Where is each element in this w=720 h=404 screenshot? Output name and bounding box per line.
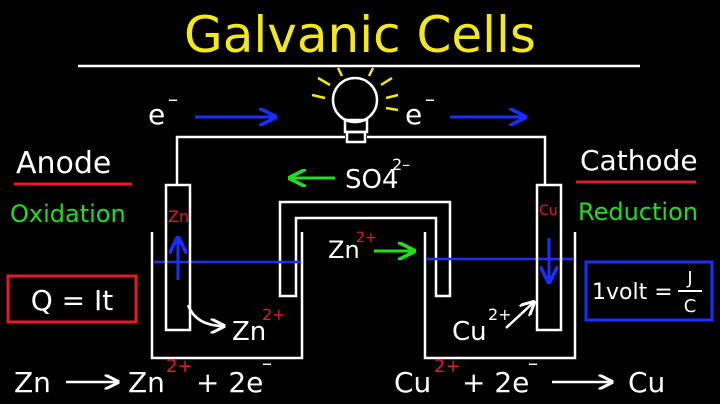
zinc-ion-release-arrow [186, 304, 224, 326]
electron-left-label: e [148, 98, 165, 131]
salt-bridge [278, 200, 452, 298]
anode-label: Anode [16, 146, 111, 181]
left-electrons: + 2e [196, 366, 263, 399]
sulfate-ion: SO4 [345, 165, 399, 195]
cathode-beaker [423, 232, 577, 360]
charge-formula-box [6, 274, 138, 324]
wire-right [367, 135, 547, 185]
volt-formula-numerator: J [686, 268, 692, 289]
zinc-ion: Zn [232, 317, 266, 347]
light-bulb-icon [311, 67, 399, 144]
copper-ion: Cu [452, 317, 487, 347]
volt-formula-box [584, 260, 714, 322]
bridge-zinc-ion: Zn [328, 236, 360, 264]
sulfate-charge: 2– [392, 155, 410, 174]
copper-ion-charge: 2+ [488, 305, 512, 324]
anode-beaker [150, 232, 304, 360]
zinc-electrode [164, 183, 192, 332]
copper-electrode [535, 183, 563, 332]
left-reactant: Zn [14, 366, 51, 399]
volt-formula-left: 1volt = [592, 280, 673, 305]
zinc-electrode-label: Zn [168, 207, 189, 226]
oxidation-label: Oxidation [10, 200, 126, 228]
right-electron-charge: – [528, 351, 538, 375]
right-product: Cu [628, 366, 665, 399]
right-reactant-charge: 2+ [434, 356, 461, 377]
right-electrons: + 2e [462, 366, 529, 399]
page-title: Galvanic Cells [184, 6, 536, 64]
electron-right-charge: – [425, 87, 435, 111]
electron-left-charge: – [168, 87, 178, 111]
copper-ion-deposit-arrow [505, 302, 534, 329]
electron-right-label: e [405, 98, 422, 131]
bridge-zinc-charge: 2+ [356, 230, 377, 246]
zinc-ion-charge: 2+ [262, 305, 286, 324]
left-product: Zn [128, 366, 165, 399]
reduction-label: Reduction [578, 198, 698, 226]
cathode-label: Cathode [580, 144, 698, 177]
left-electron-charge: – [262, 351, 272, 375]
charge-formula: Q = It [31, 284, 114, 317]
wire-left [175, 135, 345, 185]
volt-formula-denominator: C [684, 296, 697, 317]
left-product-charge: 2+ [166, 356, 193, 377]
copper-electrode-label: Cu [539, 203, 558, 219]
right-reactant: Cu [394, 366, 431, 399]
